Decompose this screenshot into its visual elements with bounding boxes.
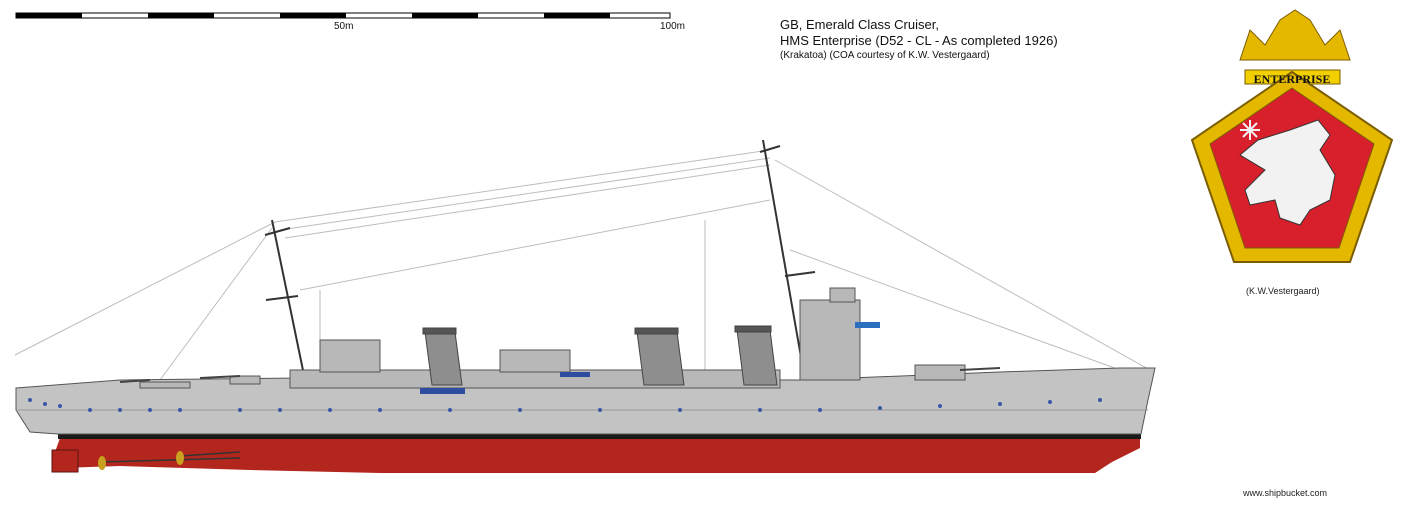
portholes — [28, 398, 1102, 412]
rigging — [14, 149, 1151, 381]
caption-line-3: (Krakatoa) (COA courtesy of K.W. Vesterg… — [780, 50, 990, 61]
crest-credit: (K.W.Vestergaard) — [1246, 286, 1320, 296]
superstructure — [139, 287, 966, 389]
crest-shield-icon — [1190, 9, 1394, 263]
shafts — [99, 451, 241, 463]
guns — [119, 367, 1001, 383]
masts — [264, 139, 816, 381]
caption-line-2: HMS Enterprise (D52 - CL - As completed … — [780, 33, 1058, 48]
scale-end-label: 100m — [660, 21, 686, 32]
caption-line-1: GB, Emerald Class Cruiser, — [780, 17, 939, 32]
ship-profile-icon — [14, 139, 1156, 473]
scale-bar — [15, 12, 671, 19]
scale-mid-label: 50m — [334, 21, 354, 32]
crest-name: ENTERPRISE — [1253, 72, 1331, 86]
funnels — [422, 325, 778, 386]
site-footer: www.shipbucket.com — [1243, 488, 1328, 498]
